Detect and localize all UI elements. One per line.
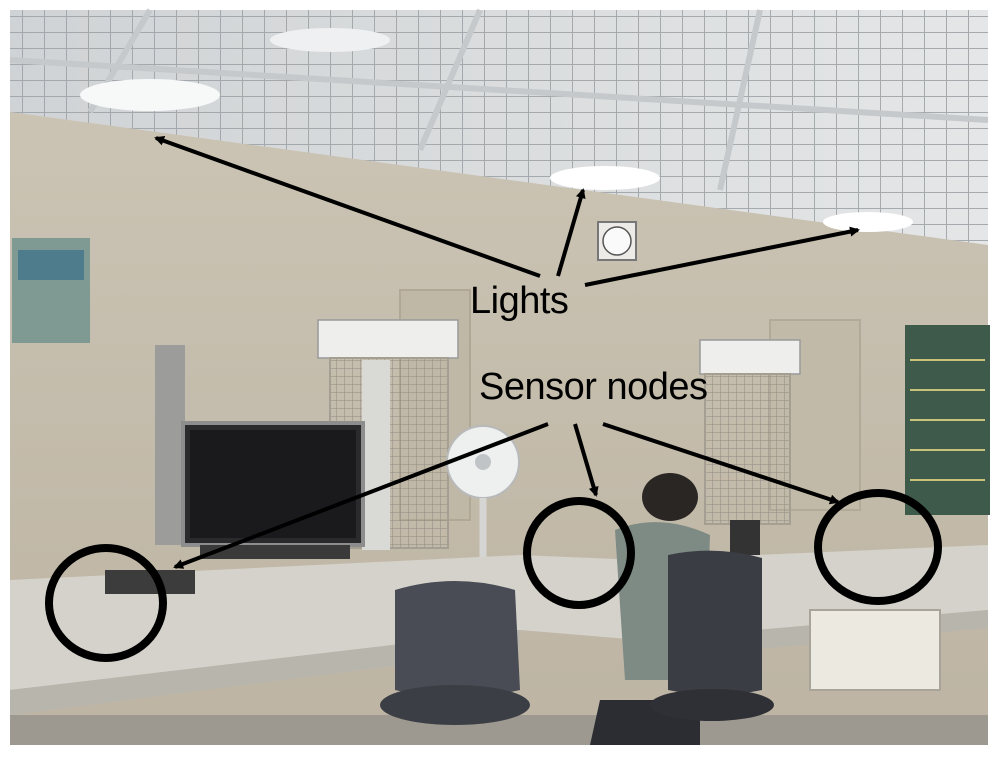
laptop <box>730 520 760 555</box>
chair-front <box>380 581 530 725</box>
lights-label: Lights <box>470 280 569 322</box>
lights-arrows <box>154 136 860 287</box>
arrow-to-light-left <box>154 136 541 278</box>
arrow-to-sensor-center <box>573 423 599 497</box>
cardboard-box <box>809 609 941 691</box>
air-conditioner-right <box>699 339 801 525</box>
sensor-nodes-label: Sensor nodes <box>479 366 708 408</box>
speaker <box>155 345 185 545</box>
sensor-node-circle-right <box>814 489 942 605</box>
arrow-to-light-right <box>584 226 860 287</box>
chair-right <box>650 550 774 721</box>
sensor-node-circle-left <box>45 544 167 662</box>
ceiling <box>9 8 989 245</box>
sensor-node-markers <box>45 489 942 662</box>
equipment-rack <box>905 325 990 515</box>
sensor-node-circle-center <box>523 497 635 609</box>
arrow-to-sensor-right <box>602 422 840 505</box>
ceiling-lights <box>80 28 913 232</box>
monitor <box>181 421 365 559</box>
sensor-arrows <box>173 422 840 569</box>
arrow-to-sensor-left <box>173 422 549 569</box>
arrow-to-light-center <box>556 188 586 277</box>
